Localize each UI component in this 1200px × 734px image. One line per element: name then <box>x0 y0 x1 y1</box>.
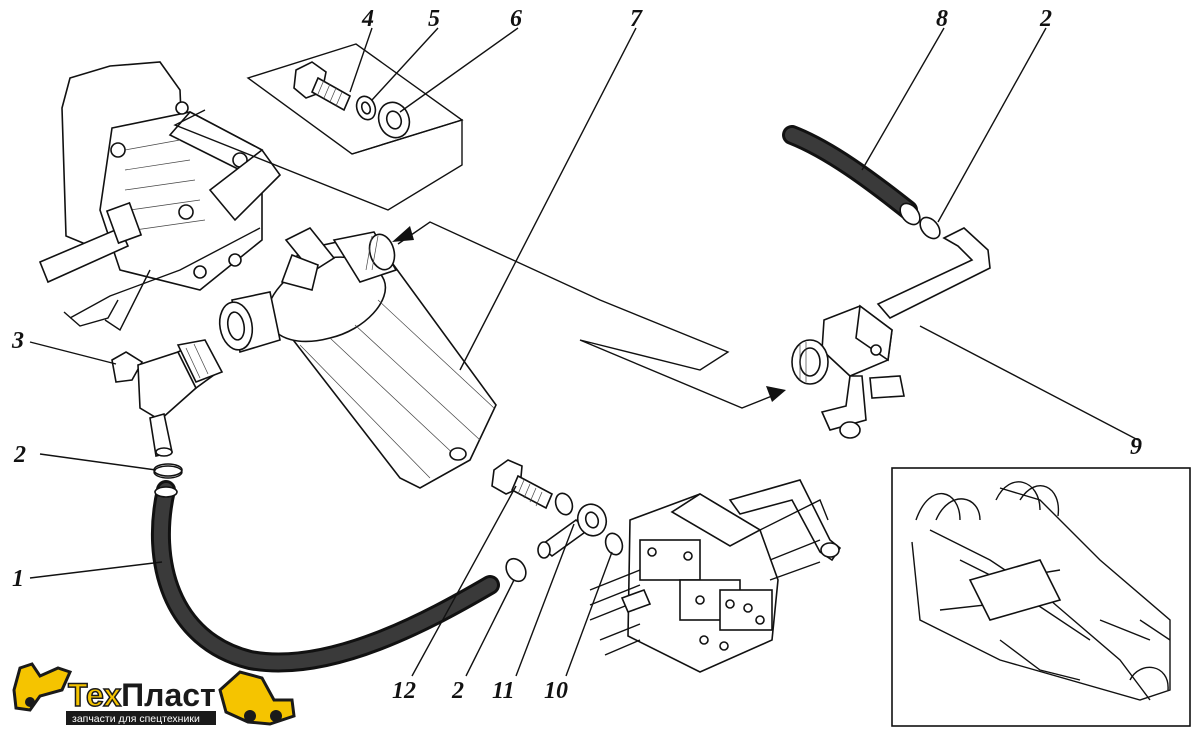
oil-filter-7 <box>218 226 497 489</box>
hose-1 <box>150 480 500 673</box>
callout-6: 6 <box>510 6 522 32</box>
washer-6 <box>377 101 411 139</box>
washer-10 <box>604 532 624 556</box>
bolt-4 <box>293 61 352 112</box>
washer-5 <box>355 95 377 121</box>
loader-icon <box>218 670 296 726</box>
callout-3: 3 <box>11 328 24 354</box>
clamp-2-left <box>153 463 183 479</box>
clamp-2-top <box>919 216 941 240</box>
excavator-icon <box>12 662 73 712</box>
callout-2-bottom: 2 <box>451 678 464 704</box>
callout-2-left: 2 <box>13 442 26 468</box>
callout-5: 5 <box>428 6 440 32</box>
callout-2-top: 2 <box>1039 6 1052 32</box>
clamp-2-bottom <box>505 557 527 583</box>
hose-8 <box>782 125 921 226</box>
leader-lines <box>29 27 1139 677</box>
bolt-kit-panel <box>173 43 464 211</box>
washer-upper <box>554 492 574 516</box>
logo-tagline-bar <box>66 711 216 725</box>
logo-word-part2: Пласт <box>121 677 216 713</box>
callout-1: 1 <box>12 566 24 592</box>
callout-12: 12 <box>392 678 416 704</box>
logo-word-part1: Тех <box>68 677 121 713</box>
pump-housing <box>38 61 282 332</box>
callout-9: 9 <box>1130 434 1142 460</box>
callout-4: 4 <box>361 6 374 32</box>
callout-numbers: 1 2 2 2 3 4 5 6 7 8 9 10 11 12 <box>11 6 1142 704</box>
banjo-bolt-12 <box>491 459 554 510</box>
svg-text:ТехПласт: ТехПласт <box>68 677 216 713</box>
callout-11: 11 <box>492 678 515 704</box>
tee-fitting-3 <box>111 339 224 457</box>
callout-10: 10 <box>544 678 568 704</box>
logo-tagline: запчасти для спецтехники <box>72 713 200 725</box>
inset-machine-view <box>891 467 1191 727</box>
callout-8: 8 <box>936 6 948 32</box>
pipe-fitting-9 <box>791 227 991 439</box>
assembly-arrow <box>392 221 786 409</box>
callout-7: 7 <box>630 6 643 32</box>
control-valve-block <box>589 479 842 673</box>
techplast-logo: ТехПласт запчасти для спецтехники <box>12 662 296 726</box>
banjo-fitting-11 <box>537 503 608 559</box>
